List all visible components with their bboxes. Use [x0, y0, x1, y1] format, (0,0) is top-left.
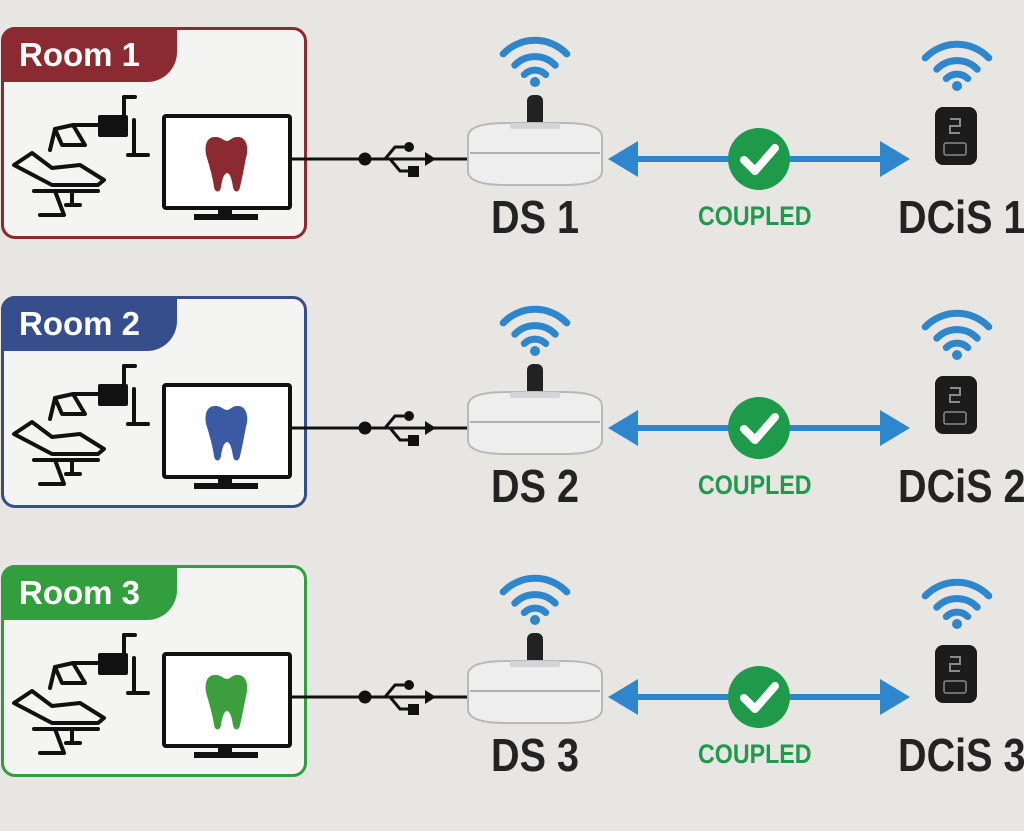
ds-3-label: DS 3 [491, 729, 579, 781]
sensor-icon [935, 107, 977, 165]
room-2-label: Room 2 [1, 296, 177, 351]
ds-1-label: DS 1 [491, 191, 579, 243]
wifi-icon [499, 574, 571, 625]
docking-station-icon [467, 95, 603, 186]
check-icon [728, 128, 790, 190]
room-2-graphics [12, 305, 993, 489]
docking-station-icon [467, 633, 603, 724]
wifi-icon [499, 36, 571, 87]
tooth-icon [205, 136, 248, 192]
ds-2-label: DS 2 [491, 460, 579, 512]
wifi-icon [499, 305, 571, 356]
check-icon [728, 397, 790, 459]
coupled-status-1: COUPLED [698, 201, 812, 231]
room-row-1: Room 1 [0, 25, 1024, 255]
room-row-2: Room 2 [0, 294, 1024, 524]
dental-chair-icon [12, 95, 150, 217]
coupled-status-3: COUPLED [698, 739, 812, 769]
dental-chair-icon [12, 364, 150, 486]
room-1-graphics [12, 36, 993, 220]
room-3-graphics [12, 574, 993, 758]
check-icon [728, 666, 790, 728]
wifi-icon [921, 309, 993, 360]
room-3-label: Room 3 [1, 565, 177, 620]
dcis-3-label: DCiS 3 [898, 729, 1024, 781]
tooth-icon [205, 674, 248, 730]
dental-chair-icon [12, 633, 150, 755]
sensor-icon [935, 376, 977, 434]
room-row-3: Room 3 [0, 563, 1024, 793]
dcis-1-label: DCiS 1 [898, 191, 1024, 243]
tooth-icon [205, 405, 248, 461]
coupled-status-2: COUPLED [698, 470, 812, 500]
wifi-icon [921, 578, 993, 629]
usb-icon [376, 411, 436, 446]
wifi-icon [921, 40, 993, 91]
usb-icon [376, 680, 436, 715]
dcis-2-label: DCiS 2 [898, 460, 1024, 512]
docking-station-icon [467, 364, 603, 455]
room-1-label: Room 1 [1, 27, 177, 82]
usb-icon [376, 142, 436, 177]
sensor-icon [935, 645, 977, 703]
